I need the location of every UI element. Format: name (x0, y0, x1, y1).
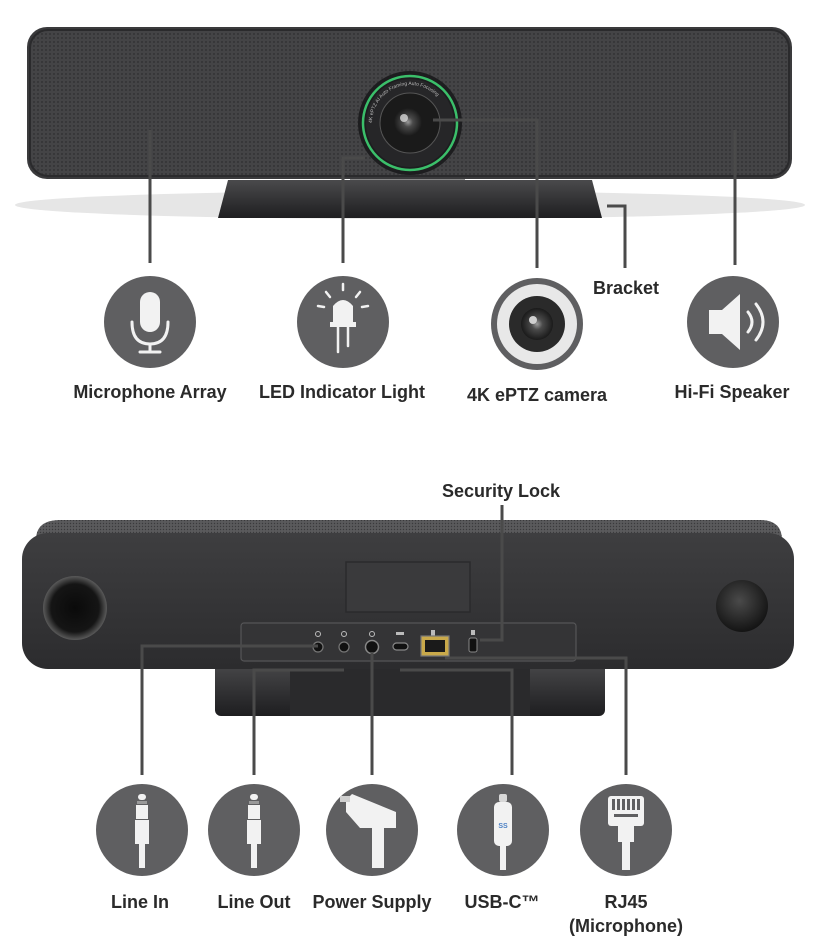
power-port (364, 639, 380, 655)
bracket-stand (218, 172, 602, 218)
led-icon (316, 282, 370, 354)
microphone-icon (130, 292, 170, 354)
label-microphone-array: Microphone Array (73, 382, 226, 402)
svg-text:SS: SS (498, 823, 508, 830)
label-usb-c: USB-C™ (465, 892, 540, 912)
led-ring (361, 74, 459, 172)
microphone-array-callout: Microphone Array (73, 276, 227, 402)
power-plug-icon (340, 794, 396, 868)
label-power-supply: Power Supply (312, 892, 431, 912)
usb-c-port (392, 642, 409, 651)
label-rj45: RJ45 (604, 892, 647, 912)
label-led-indicator: LED Indicator Light (259, 382, 425, 402)
line-out-callout: Line Out (208, 784, 300, 912)
label-plate (345, 561, 471, 613)
power-supply-callout: Power Supply (312, 784, 432, 912)
label-line-in: Line In (111, 892, 169, 912)
back-view: Security Lock (22, 481, 794, 936)
usb-c-icon: SS (494, 794, 512, 870)
camera-callout: 4K ePTZ camera (467, 278, 608, 405)
label-rj45-sub: (Microphone) (569, 916, 683, 936)
led-indicator-callout: LED Indicator Light (259, 276, 425, 402)
usb-c-callout: SS USB-C™ (457, 784, 549, 912)
camera-module: 4K ePTZ AI Auto Framing Auto Focusing (358, 71, 462, 175)
camera-lens-icon (497, 284, 577, 364)
front-leader-lines (148, 118, 737, 268)
line-out-port (338, 641, 350, 653)
label-security-lock: Security Lock (442, 481, 561, 501)
speaker-callout: Hi-Fi Speaker (674, 276, 790, 402)
front-view: 4K ePTZ AI Auto Framing Auto Focusing Mi… (15, 27, 805, 405)
rj45-icon (608, 796, 644, 870)
audio-jack-icon (247, 794, 261, 868)
security-lock-slot (468, 637, 478, 653)
speaker-icon (709, 294, 765, 350)
soundbar-back (22, 520, 794, 669)
label-speaker: Hi-Fi Speaker (674, 382, 789, 402)
line-in-callout: Line In (96, 784, 188, 912)
label-bracket: Bracket (593, 278, 659, 298)
connector-panel (240, 622, 577, 662)
right-knob (716, 580, 768, 632)
back-leader-lines (140, 505, 628, 775)
label-line-out: Line Out (218, 892, 291, 912)
left-port-hole (43, 576, 107, 640)
back-stand (215, 660, 605, 716)
rj45-callout: RJ45 (Microphone) (569, 784, 683, 936)
audio-jack-icon (135, 794, 149, 868)
label-camera: 4K ePTZ camera (467, 385, 608, 405)
